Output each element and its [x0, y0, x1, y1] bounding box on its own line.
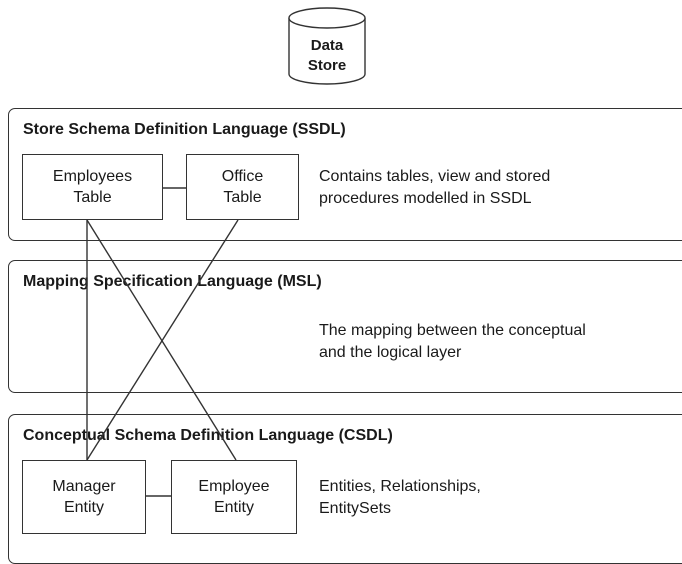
office-table-box: Office Table — [186, 154, 299, 220]
ssdl-title: Store Schema Definition Language (SSDL) — [23, 121, 346, 138]
employees-table-box: Employees Table — [22, 154, 163, 220]
manager-entity-label: Manager Entity — [52, 478, 116, 516]
employee-entity-box: Employee Entity — [171, 460, 297, 534]
msl-description: The mapping between the conceptual and t… — [319, 320, 586, 364]
msl-title: Mapping Specification Language (MSL) — [23, 273, 322, 290]
csdl-description-text: Entities, Relationships, EntitySets — [319, 478, 481, 517]
entity-framework-diagram: Data Store Store Schema Definition Langu… — [8, 7, 682, 564]
data-store-label: Data Store — [307, 37, 347, 74]
ssdl-description: Contains tables, view and stored procedu… — [319, 166, 550, 210]
csdl-title: Conceptual Schema Definition Language (C… — [23, 427, 393, 444]
csdl-description: Entities, Relationships, EntitySets — [319, 476, 481, 520]
msl-description-text: The mapping between the conceptual and t… — [319, 322, 586, 361]
employees-table-label: Employees Table — [52, 168, 133, 206]
office-table-label: Office Table — [221, 168, 264, 206]
ssdl-layer: Store Schema Definition Language (SSDL) — [8, 108, 682, 241]
employee-entity-label: Employee Entity — [198, 478, 270, 516]
manager-entity-box: Manager Entity — [22, 460, 146, 534]
ssdl-description-text: Contains tables, view and stored procedu… — [319, 168, 551, 207]
